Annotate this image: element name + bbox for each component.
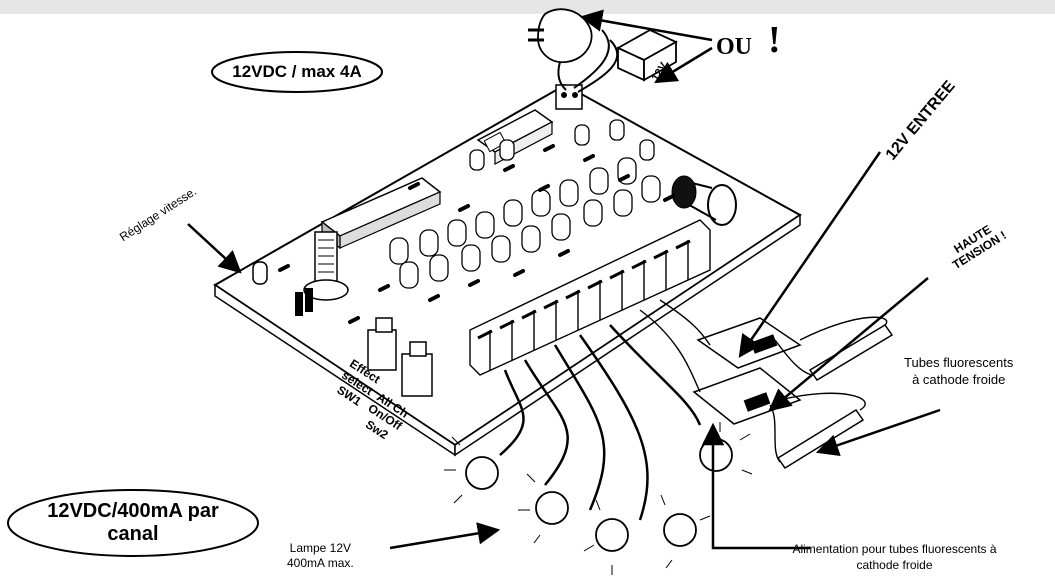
pcb-board — [213, 83, 802, 457]
psu-line2: cathode froide — [856, 557, 933, 572]
power-cables — [557, 29, 619, 93]
switch-sw2 — [401, 341, 433, 397]
terminal-blocks — [469, 219, 711, 376]
or-label: OU — [716, 34, 752, 60]
speed-potentiometer — [303, 231, 349, 301]
tubes-line1: Tubes fluorescents — [904, 355, 1014, 370]
switch-sw1 — [367, 317, 397, 371]
supply-channel-line1: 12VDC/400mA par — [47, 500, 219, 522]
tubes-line2: à cathode froide — [912, 371, 1006, 387]
lamp-line2: 400mA max. — [287, 556, 354, 570]
exclamation-mark: ! — [768, 19, 781, 61]
dc-input-connector — [555, 84, 583, 110]
psu-line1: Alimentation pour tubes fluorescents à — [792, 542, 997, 556]
resistors — [278, 144, 675, 324]
lamp-cables — [499, 324, 702, 521]
transistor-array — [389, 119, 661, 289]
lamp-line1: Lampe 12V — [289, 541, 352, 555]
supply-main-oval — [211, 51, 383, 93]
tubes-label: Tubes fluorescents à cathode froide — [904, 355, 1013, 389]
supply-channel-oval — [7, 489, 259, 557]
supply-channel-line2: canal — [107, 523, 159, 545]
lamps — [465, 438, 733, 552]
capacitor — [671, 175, 737, 226]
psu-label: Alimentation pour tubes fluorescents à c… — [742, 542, 1047, 573]
jumper-block — [295, 288, 313, 316]
supply-channel-label: 12VDC/400mA par canal — [8, 490, 258, 556]
lamp-label: Lampe 12V 400mA max. — [287, 541, 354, 571]
battery-box-12v — [616, 28, 678, 82]
callout-arrows — [187, 9, 941, 550]
lamp-rays — [444, 422, 753, 575]
inverter-board-2 — [692, 367, 802, 425]
led — [252, 261, 268, 285]
supply-main-label: 12VDC / max 4A — [232, 62, 362, 81]
top-bar — [0, 0, 1055, 14]
